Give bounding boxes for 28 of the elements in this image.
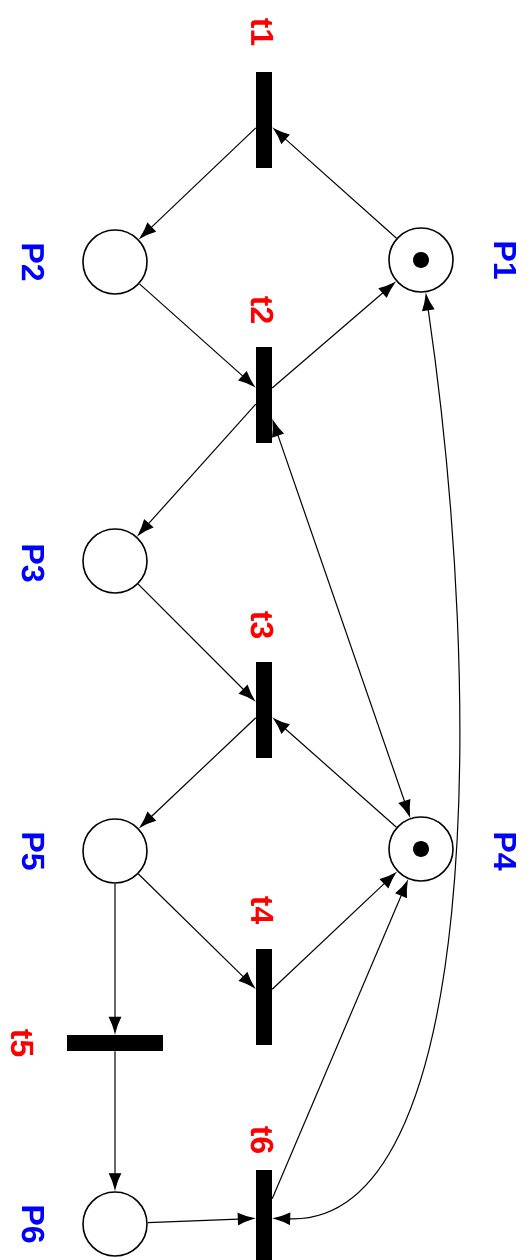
arrow [137, 873, 255, 988]
place-label: P3 [21, 545, 45, 582]
arrow [137, 583, 255, 701]
arrow [140, 127, 257, 239]
arrow [140, 717, 257, 828]
arrow [147, 1212, 254, 1226]
arrow [271, 880, 408, 1200]
arrow [108, 883, 122, 1033]
arrow [138, 403, 257, 536]
transition-label: t2 [250, 296, 274, 323]
place-label: P2 [21, 244, 45, 281]
place-label: P1 [494, 242, 516, 279]
place-label: P5 [21, 833, 45, 870]
transition-label: t5 [10, 1029, 34, 1057]
arrow [273, 718, 398, 828]
arrow [271, 282, 395, 389]
transition-label: t1 [250, 18, 274, 46]
place-label: P4 [494, 833, 516, 871]
arrow [273, 128, 398, 239]
transition-label: t4 [250, 896, 274, 925]
arrow [138, 283, 255, 387]
transition-label: t6 [250, 1126, 274, 1154]
transition-label: t3 [250, 611, 274, 639]
arrow [108, 1050, 122, 1190]
arrow [271, 872, 396, 990]
place-label: P6 [21, 1206, 45, 1243]
arrow [272, 420, 411, 817]
arrow [274, 294, 461, 1225]
